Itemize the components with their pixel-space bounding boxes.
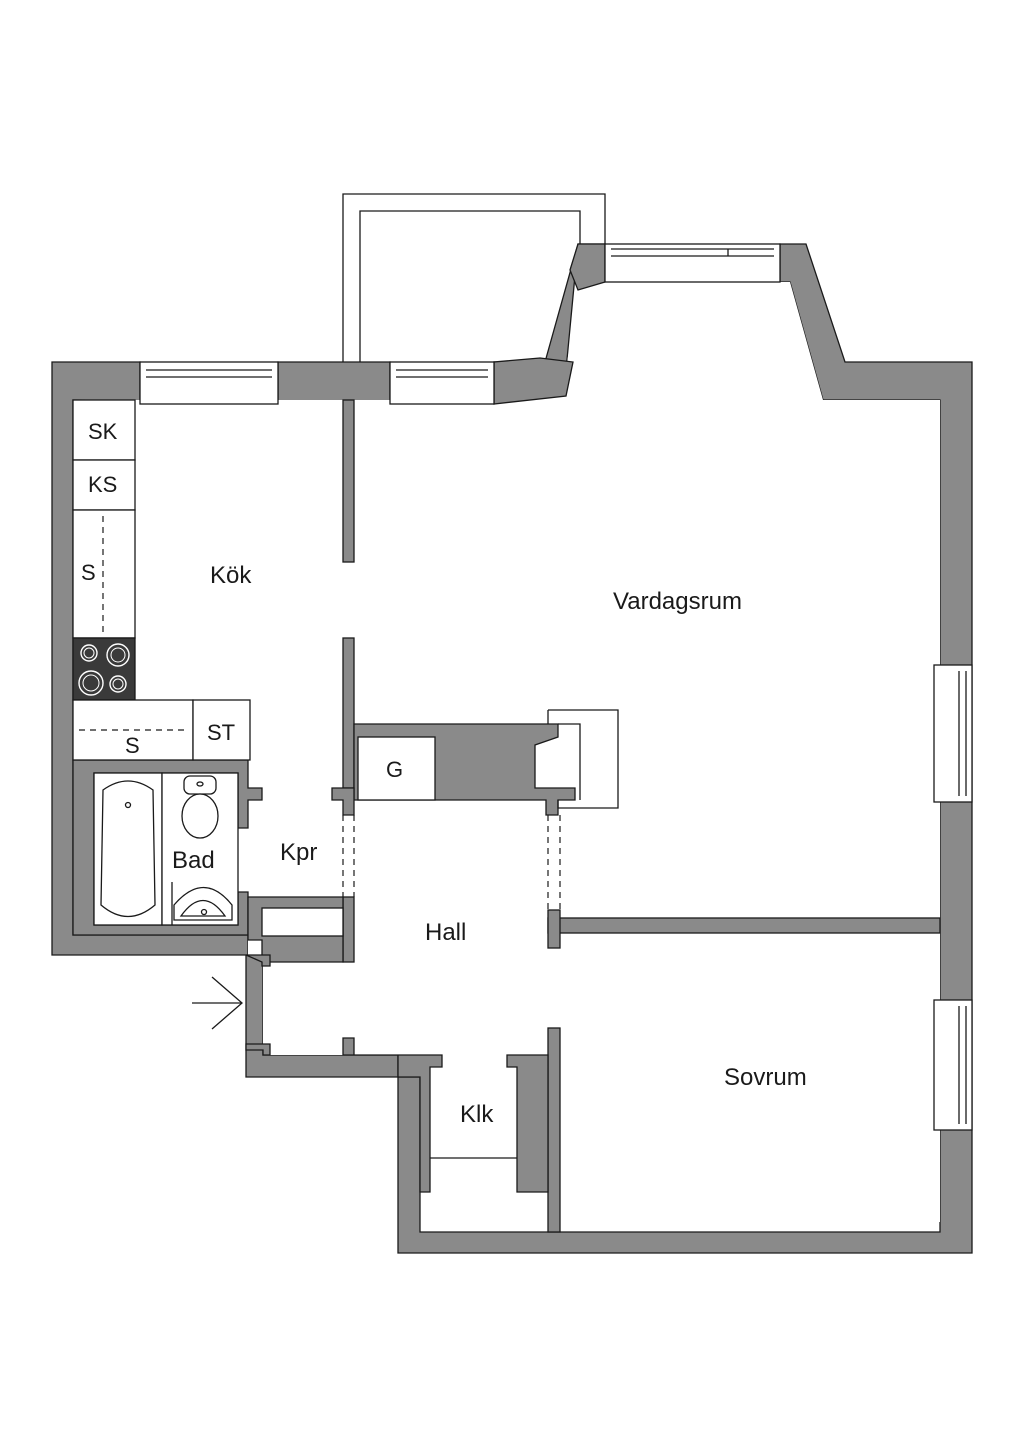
fixture-label-sk: SK [88, 419, 118, 444]
fixture-label-ks: KS [88, 472, 117, 497]
door-opening-living [547, 815, 561, 910]
sink-icon [171, 882, 233, 925]
entrance-arrow-icon [192, 976, 243, 1030]
window-balcony-door [389, 361, 495, 405]
stove-icon [72, 637, 136, 701]
balcony-wall [569, 243, 606, 291]
room-label-kitchen: Kök [210, 562, 252, 589]
window-bedroom [933, 999, 973, 1131]
wall-kitchen-living-upper [342, 399, 355, 563]
fixture-label-g: G [386, 757, 403, 782]
fireplace-inner [558, 723, 581, 800]
kpr-shelf [261, 907, 344, 937]
wall-hall-left-lower [342, 896, 355, 963]
window-living-top [604, 243, 781, 283]
room-label-bathroom: Bad [172, 847, 215, 874]
wall-entrance-notch-top [245, 954, 271, 967]
wall-klk-right [506, 1054, 549, 1193]
wall-living-bedroom [547, 917, 941, 934]
bathtub-icon [93, 772, 163, 926]
balcony-door-wall [493, 357, 574, 405]
fixture-label-s-horizontal: S [125, 733, 140, 758]
wall-hall-right-stub [547, 909, 561, 949]
wall-klk-left [342, 1037, 443, 1193]
wall-bedroom-left [547, 1027, 561, 1233]
counter-s-vertical [72, 509, 136, 639]
room-label-walk-in: Klk [460, 1101, 494, 1128]
fireplace [547, 709, 619, 809]
toilet-icon [161, 772, 239, 926]
fixture-g [357, 736, 436, 801]
balcony [342, 193, 606, 362]
door-opening-kpr [342, 815, 355, 897]
room-label-living: Vardagsrum [613, 588, 742, 615]
room-label-closet: Kpr [280, 839, 317, 866]
window-living-right [933, 664, 973, 803]
fixture-ks [72, 459, 136, 511]
window-kitchen [139, 361, 279, 405]
fixture-label-st: ST [207, 720, 235, 745]
room-label-hall: Hall [425, 919, 466, 946]
wall-kitchen-living-lower [342, 637, 355, 789]
fixture-st [192, 699, 251, 761]
room-label-bedroom: Sovrum [724, 1064, 807, 1091]
wall-entrance-notch-bottom [245, 1043, 271, 1056]
fixture-sk [72, 399, 136, 461]
fixture-label-s-vertical: S [81, 560, 96, 585]
